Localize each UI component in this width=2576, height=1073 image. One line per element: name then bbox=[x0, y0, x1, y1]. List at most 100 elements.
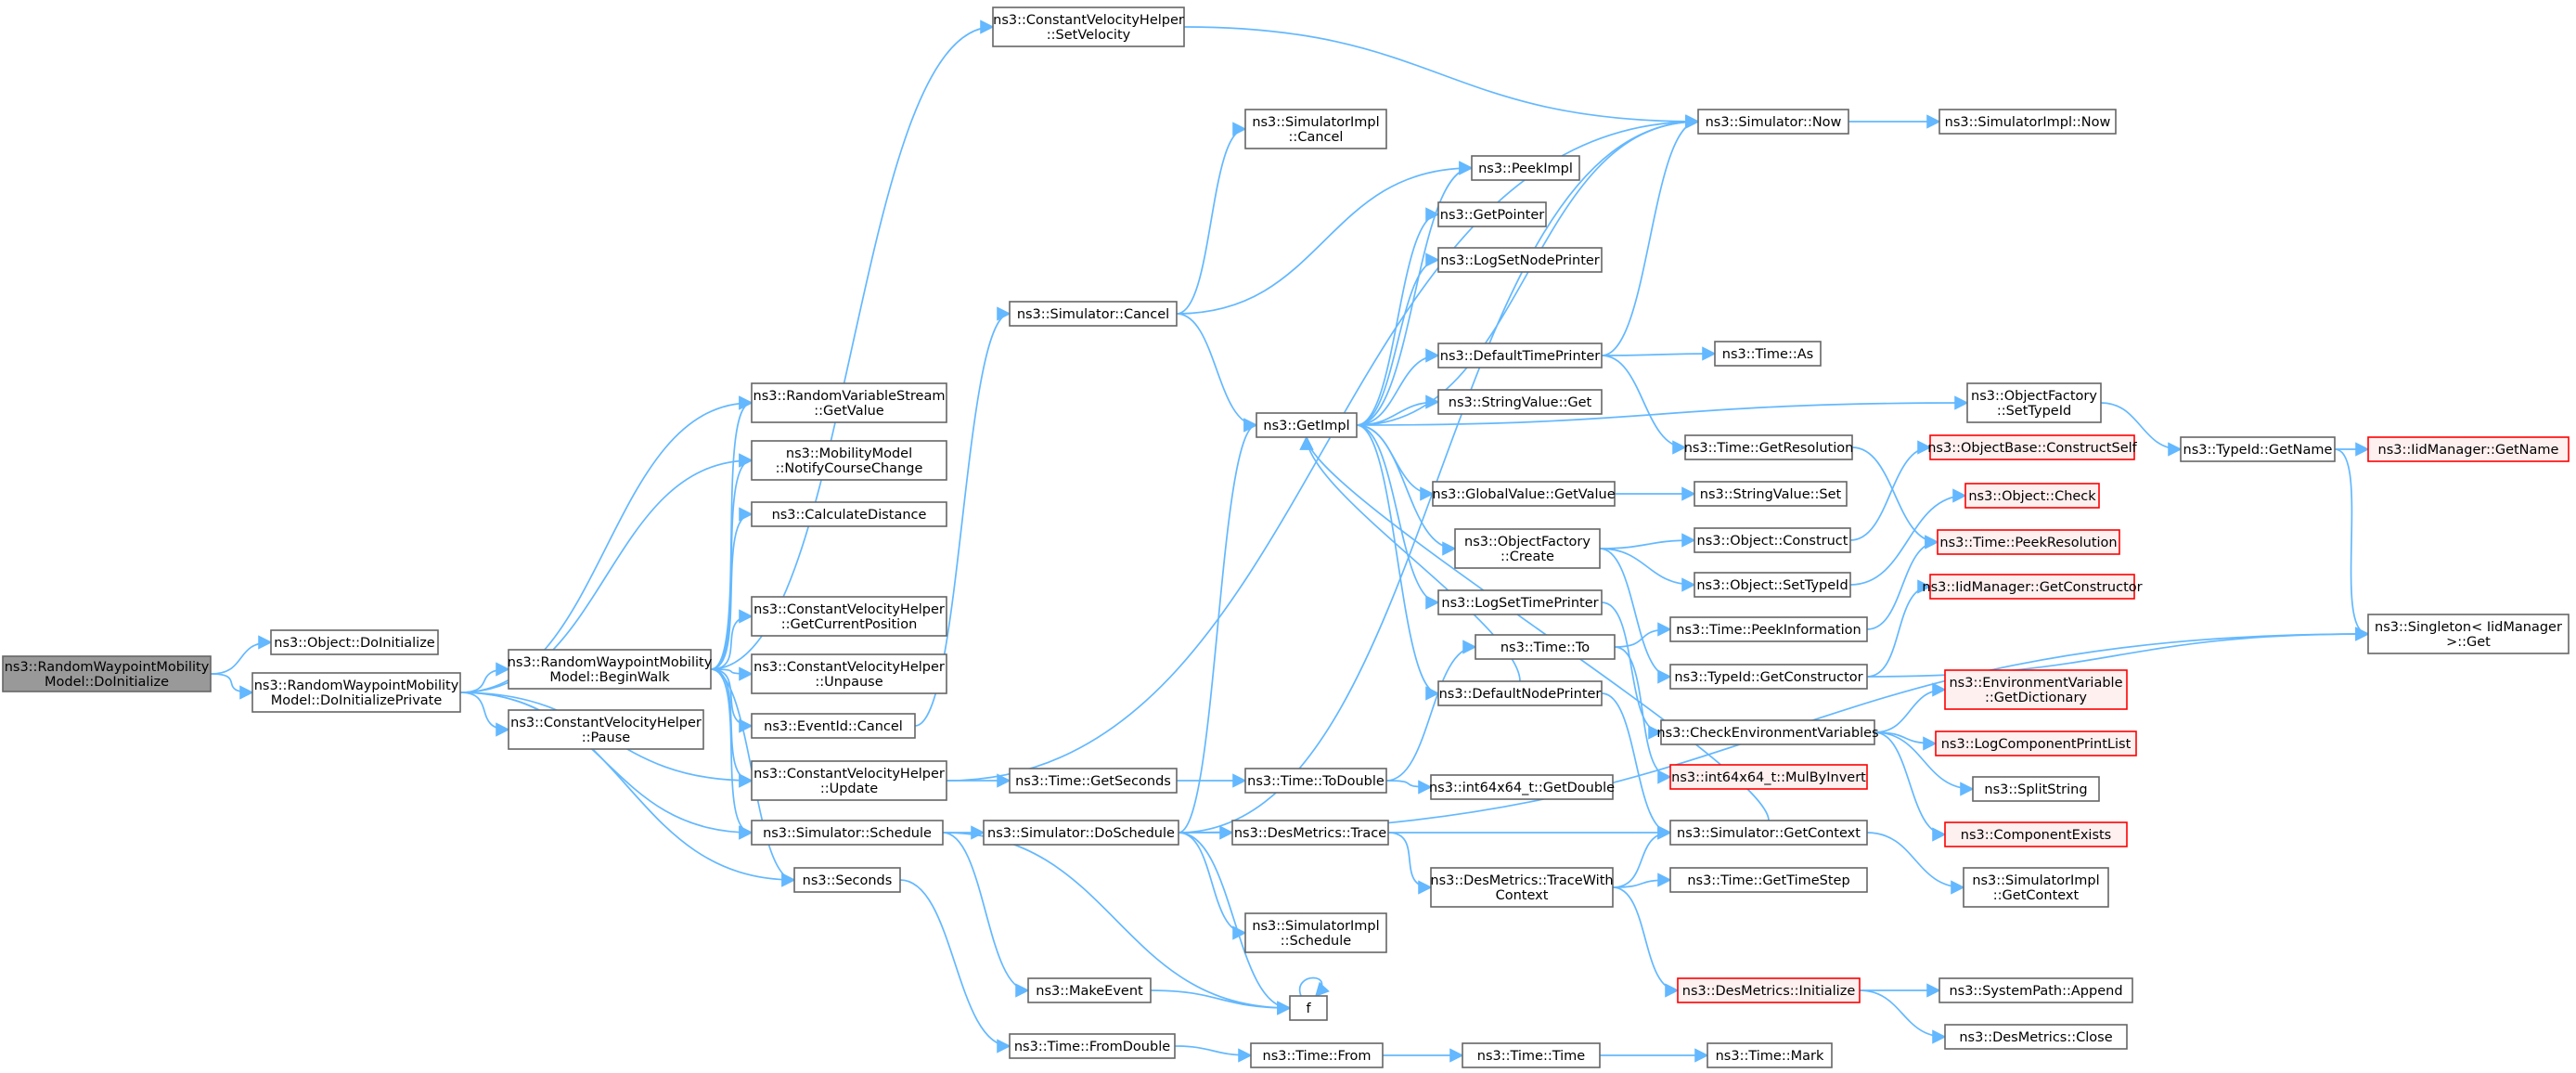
node-rvs-getvalue[interactable]: ns3::RandomVariableStream::GetValue bbox=[751, 382, 947, 423]
node-logsettimeprinter[interactable]: ns3::LogSetTimePrinter bbox=[1437, 589, 1603, 615]
node-box bbox=[1437, 589, 1603, 615]
node-objfactory-settypeid[interactable]: ns3::ObjectFactory::SetTypeId bbox=[1966, 382, 2102, 423]
node-time-getseconds[interactable]: ns3::Time::GetSeconds bbox=[1009, 768, 1178, 794]
edge-objfactory-create-to-object-construct bbox=[1599, 533, 1696, 549]
node-iidmgr-getname[interactable]: ns3::IidManager::GetName bbox=[2367, 436, 2570, 462]
node-box bbox=[1432, 481, 1616, 507]
edge-makeevent-to-f bbox=[1150, 989, 1292, 1015]
node-time-from[interactable]: ns3::Time::From bbox=[1250, 1042, 1384, 1068]
node-box bbox=[1669, 820, 1868, 846]
node-box bbox=[751, 653, 947, 694]
node-obj-doinit[interactable]: ns3::Object::DoInitialize bbox=[270, 629, 439, 655]
node-cvh-setvel[interactable]: ns3::ConstantVelocityHelper::SetVelocity bbox=[992, 6, 1185, 47]
node-cvh-getpos[interactable]: ns3::ConstantVelocityHelper::GetCurrentP… bbox=[751, 596, 947, 637]
node-box bbox=[2367, 436, 2570, 462]
node-sim-cancel[interactable]: ns3::Simulator::Cancel bbox=[1009, 301, 1178, 327]
node-time-todouble[interactable]: ns3::Time::ToDouble bbox=[1244, 768, 1387, 794]
node-objbase-constructself[interactable]: ns3::ObjectBase::ConstructSelf bbox=[1927, 434, 2138, 460]
node-time-peekresolution[interactable]: ns3::Time::PeekResolution bbox=[1937, 529, 2120, 555]
node-time-time[interactable]: ns3::Time::Time bbox=[1462, 1042, 1601, 1068]
node-seconds[interactable]: ns3::Seconds bbox=[793, 867, 901, 893]
node-label: ns3::Time::ToDouble bbox=[1247, 774, 1385, 789]
node-splitstring[interactable]: ns3::SplitString bbox=[1972, 776, 2100, 802]
node-logsetnodeprinter[interactable]: ns3::LogSetNodePrinter bbox=[1437, 247, 1603, 273]
node-iidmgr-getconstructor[interactable]: ns3::IidManager::GetConstructor bbox=[1922, 574, 2143, 600]
node-desmetrics-initialize[interactable]: ns3::DesMetrics::Initialize bbox=[1677, 977, 1861, 1003]
node-sim-schedule[interactable]: ns3::Simulator::Schedule bbox=[751, 820, 944, 846]
node-checkenvvars[interactable]: ns3::CheckEnvironmentVariables bbox=[1656, 719, 1879, 745]
node-peekimpl[interactable]: ns3::PeekImpl bbox=[1471, 155, 1580, 181]
node-typeid-getconstructor[interactable]: ns3::TypeId::GetConstructor bbox=[1669, 664, 1868, 690]
node-box bbox=[1944, 669, 2128, 710]
node-stringvalue-get[interactable]: ns3::StringValue::Get bbox=[1437, 389, 1603, 415]
node-label: ::Schedule bbox=[1281, 934, 1351, 949]
node-label: ns3::Simulator::Now bbox=[1706, 115, 1842, 130]
node-getimpl[interactable]: ns3::GetImpl bbox=[1256, 412, 1358, 438]
node-box bbox=[1697, 109, 1849, 135]
node-cvh-unpause[interactable]: ns3::ConstantVelocityHelper::Unpause bbox=[751, 653, 947, 694]
node-simimpl-getcontext[interactable]: ns3::SimulatorImpl::GetContext bbox=[1963, 867, 2109, 908]
node-notify[interactable]: ns3::MobilityModel::NotifyCourseChange bbox=[751, 440, 947, 481]
node-time-getresolution[interactable]: ns3::Time::GetResolution bbox=[1684, 434, 1854, 460]
node-time-gettimestep[interactable]: ns3::Time::GetTimeStep bbox=[1669, 867, 1868, 893]
node-cvh-update[interactable]: ns3::ConstantVelocityHelper::Update bbox=[751, 760, 947, 801]
node-label: ns3::DesMetrics::Trace bbox=[1234, 826, 1386, 841]
node-object-check[interactable]: ns3::Object::Check bbox=[1964, 483, 2100, 509]
node-f[interactable]: f bbox=[1289, 995, 1328, 1021]
node-logcomponentprintlist[interactable]: ns3::LogComponentPrintList bbox=[1935, 730, 2137, 756]
node-label: ns3::RandomWaypointMobility bbox=[254, 679, 459, 693]
node-label: ns3::Object::Check bbox=[1968, 489, 2096, 504]
node-sim-doschedule[interactable]: ns3::Simulator::DoSchedule bbox=[983, 820, 1179, 846]
node-label: ::NotifyCourseChange bbox=[776, 461, 923, 476]
node-desmetrics-trace[interactable]: ns3::DesMetrics::Trace bbox=[1231, 820, 1389, 846]
node-int64-mulbyinvert[interactable]: ns3::int64x64_t::MulByInvert bbox=[1669, 764, 1868, 790]
edge-desmetrics-tracewith-to-desmetrics-initialize bbox=[1612, 886, 1680, 998]
node-makeevent[interactable]: ns3::MakeEvent bbox=[1027, 977, 1152, 1003]
node-simimpl-cancel[interactable]: ns3::SimulatorImpl::Cancel bbox=[1244, 109, 1387, 149]
node-env-getdictionary[interactable]: ns3::EnvironmentVariable::GetDictionary bbox=[1944, 669, 2128, 710]
edge-root-to-obj-doinit bbox=[210, 635, 273, 675]
node-simimpl-schedule[interactable]: ns3::SimulatorImpl::Schedule bbox=[1244, 912, 1387, 953]
node-label: ns3::IidManager::GetConstructor bbox=[1922, 580, 2142, 595]
node-object-settypeid[interactable]: ns3::Object::SetTypeId bbox=[1694, 572, 1851, 598]
node-simimpl-now[interactable]: ns3::SimulatorImpl::Now bbox=[1938, 109, 2117, 135]
node-label: ns3::TypeId::GetName bbox=[2183, 443, 2333, 458]
node-time-to[interactable]: ns3::Time::To bbox=[1475, 634, 1616, 660]
node-label: ns3::EnvironmentVariable bbox=[1949, 676, 2122, 691]
node-componentexists[interactable]: ns3::ComponentExists bbox=[1944, 821, 2128, 847]
node-beginwalk[interactable]: ns3::RandomWaypointMobilityModel::BeginW… bbox=[508, 649, 713, 690]
node-calcdist[interactable]: ns3::CalculateDistance bbox=[751, 501, 947, 527]
node-label: ns3::DesMetrics::Close bbox=[1959, 1030, 2112, 1045]
node-time-fromdouble[interactable]: ns3::Time::FromDouble bbox=[1009, 1033, 1176, 1059]
node-cvh-pause[interactable]: ns3::ConstantVelocityHelper::Pause bbox=[508, 709, 704, 750]
node-doinitpriv[interactable]: ns3::RandomWaypointMobilityModel::DoInit… bbox=[251, 672, 461, 713]
node-label: ns3::MobilityModel bbox=[786, 446, 912, 461]
node-sim-getcontext[interactable]: ns3::Simulator::GetContext bbox=[1669, 820, 1868, 846]
edge-getimpl-to-peekimpl bbox=[1356, 161, 1474, 426]
node-box bbox=[1964, 483, 2100, 509]
edge-time-fromdouble-to-time-from bbox=[1174, 1045, 1253, 1063]
node-int64-getdouble[interactable]: ns3::int64x64_t::GetDouble bbox=[1429, 774, 1615, 800]
node-sim-now[interactable]: ns3::Simulator::Now bbox=[1697, 109, 1849, 135]
node-time-peekinformation[interactable]: ns3::Time::PeekInformation bbox=[1669, 616, 1868, 642]
node-stringvalue-set[interactable]: ns3::StringValue::Set bbox=[1694, 481, 1848, 507]
node-desmetrics-close[interactable]: ns3::DesMetrics::Close bbox=[1944, 1024, 2128, 1050]
node-singleton-get[interactable]: ns3::Singleton< IidManager >::Get bbox=[2367, 614, 2570, 654]
node-box bbox=[1231, 820, 1389, 846]
node-root[interactable]: ns3::RandomWaypointMobilityModel::DoInit… bbox=[2, 655, 212, 692]
node-eventid-cancel[interactable]: ns3::EventId::Cancel bbox=[751, 713, 916, 739]
node-time-mark[interactable]: ns3::Time::Mark bbox=[1707, 1042, 1833, 1068]
node-systempath-append[interactable]: ns3::SystemPath::Append bbox=[1938, 977, 2133, 1003]
node-time-as[interactable]: ns3::Time::As bbox=[1714, 341, 1822, 367]
node-globalvalue-getvalue[interactable]: ns3::GlobalValue::GetValue bbox=[1432, 481, 1616, 507]
node-label: ns3::DefaultTimePrinter bbox=[1440, 349, 1600, 364]
node-typeid-getname[interactable]: ns3::TypeId::GetName bbox=[2180, 436, 2336, 462]
node-object-construct[interactable]: ns3::Object::Construct bbox=[1694, 527, 1851, 553]
node-objfactory-create[interactable]: ns3::ObjectFactory::Create bbox=[1454, 528, 1601, 569]
node-defaulttimeprinter[interactable]: ns3::DefaultTimePrinter bbox=[1437, 343, 1603, 368]
node-box bbox=[1437, 201, 1547, 227]
node-defaultnodeprinter[interactable]: ns3::DefaultNodePrinter bbox=[1437, 680, 1603, 706]
node-getpointer[interactable]: ns3::GetPointer bbox=[1437, 201, 1547, 227]
node-label: ::GetDictionary bbox=[1985, 691, 2087, 705]
